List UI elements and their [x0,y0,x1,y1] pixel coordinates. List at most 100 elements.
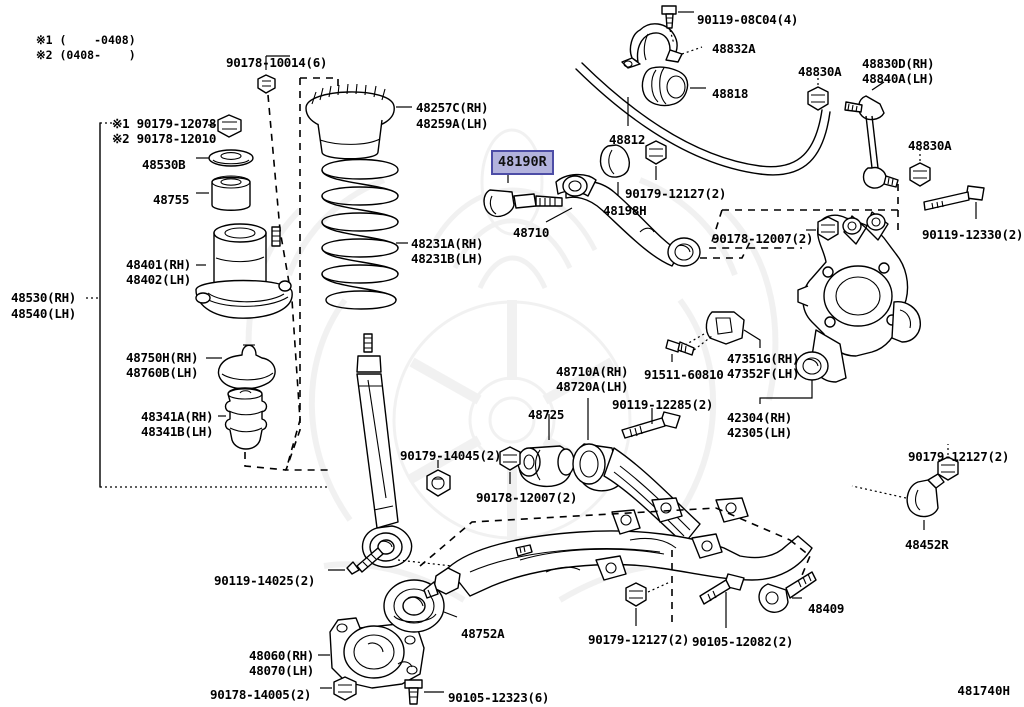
label-48259a-lh[interactable]: 48259A(LH) [416,116,489,131]
label-48341a-rh[interactable]: 48341A(RH) [141,409,214,424]
label-48755[interactable]: 48755 [153,192,190,207]
label-90119-12330[interactable]: 90119-12330(2) [922,227,1024,242]
part-90178-12007-lower [499,446,521,484]
label-48401-rh[interactable]: 48401(RH) [126,257,192,272]
part-47351G-47352F [679,311,761,349]
label-48540-lh[interactable]: 48540(LH) [11,306,77,321]
label-90179-14045[interactable]: 90179-14045(2) [400,448,502,463]
label-90179-12127-b[interactable]: 90179-12127(2) [588,632,690,647]
label-90178-12010[interactable]: ※2 90178-12010 [112,131,217,146]
label-90179-12078[interactable]: ※1 90179-12078 [112,116,217,131]
arm-dashline-upper [419,507,717,567]
label-48070-lh[interactable]: 48070(LH) [249,663,315,678]
label-48818[interactable]: 48818 [712,86,749,101]
part-48725 [517,414,575,487]
label-48840a-lh[interactable]: 48840A(LH) [862,71,935,86]
part-90179-12127-right [937,444,959,481]
label-48830a-right[interactable]: 48830A [908,138,952,153]
label-90179-12127-c[interactable]: 90179-12127(2) [908,449,1010,464]
part-48190R-cam-bolt [483,170,563,218]
label-48720a-lh[interactable]: 48720A(LH) [556,379,629,394]
label-90178-14005[interactable]: 90178-14005(2) [210,687,312,702]
part-90179-12078-nut [208,114,242,138]
label-90178-12007-a[interactable]: 90178-12007(2) [712,231,814,246]
label-48750h-rh[interactable]: 48750H(RH) [126,350,199,365]
label-42305-lh[interactable]: 42305(LH) [727,425,793,440]
part-90179-12127-top [645,140,667,180]
arm-dashline-right [715,507,791,541]
label-48752a[interactable]: 48752A [461,626,505,641]
part-48830A-right [909,150,931,187]
label-48530B[interactable]: 48530B [142,157,186,172]
part-90178-10014 [257,55,301,471]
part-90119-08C04 [661,5,694,45]
label-90119-08C04[interactable]: 90119-08C04(4) [697,12,799,27]
arm-dashline-corner [789,539,811,581]
label-90119-14025[interactable]: 90119-14025(2) [214,573,316,588]
part-90105-12323 [404,679,444,705]
part-90119-12330 [923,185,985,219]
part-48818 [641,66,706,107]
part-90179-14045 [426,460,451,497]
footnote-1: ※1 ( -0408) [36,33,136,47]
label-90178-10014[interactable]: 90178-10014(6) [226,55,328,70]
part-48060-48070 [318,617,425,689]
part-90178-12007-upper [806,216,839,241]
part-90178-14005 [320,676,357,701]
label-48710a-rh[interactable]: 48710A(RH) [556,364,629,379]
label-48402-lh[interactable]: 48402(LH) [126,272,192,287]
label-48231b-lh[interactable]: 48231B(LH) [411,251,484,266]
part-48257C-48259A [305,83,412,160]
label-48341b-lh[interactable]: 48341B(LH) [141,424,214,439]
knuckle-dashbox-left [708,209,802,249]
group-bracket-48530 [86,122,330,488]
part-48530B [196,149,254,167]
label-48760b-lh[interactable]: 48760B(LH) [126,365,199,380]
label-48812[interactable]: 48812 [609,132,646,147]
label-48830a-top[interactable]: 48830A [798,64,842,79]
part-48830A-top [807,74,829,111]
knuckle-dashbox-lower [700,237,753,259]
part-90119-14025 [328,547,384,575]
highlighted-part-number-48190R[interactable]: 48190R [491,150,554,175]
part-90179-12127-bottom [625,581,671,626]
part-42304-42305-knuckle [759,211,921,404]
label-48257c-rh[interactable]: 48257C(RH) [416,100,489,115]
label-48725[interactable]: 48725 [528,407,565,422]
part-91511-60810 [665,335,713,362]
part-90119-12285 [621,408,681,439]
part-48832A [621,23,703,69]
label-47351g-rh[interactable]: 47351G(RH) [727,351,800,366]
label-90178-12007-b[interactable]: 90178-12007(2) [476,490,578,505]
label-48409[interactable]: 48409 [808,601,845,616]
label-90105-12082[interactable]: 90105-12082(2) [692,634,794,649]
label-48710[interactable]: 48710 [513,225,550,240]
part-48198H [599,144,630,196]
label-90119-12285[interactable]: 90119-12285(2) [612,397,714,412]
footnote-2: ※2 (0408- ) [36,48,136,62]
part-48750H-48760B [206,344,276,390]
label-48198h[interactable]: 48198H [603,203,647,218]
label-42304-rh[interactable]: 42304(RH) [727,410,793,425]
label-90105-12323[interactable]: 90105-12323(6) [448,690,550,705]
label-48830d-rh[interactable]: 48830D(RH) [862,56,935,71]
label-48231a-rh[interactable]: 48231A(RH) [411,236,484,251]
part-48231-coil-spring [321,158,408,310]
part-48401-48402 [195,223,293,319]
part-lower-control-arm [423,497,813,599]
label-48060-rh[interactable]: 48060(RH) [249,648,315,663]
label-91511-60810[interactable]: 91511-60810 [644,367,724,382]
strut-assembly-dashline-2 [284,78,330,471]
label-47352f-lh[interactable]: 47352F(LH) [727,366,800,381]
label-48452r[interactable]: 48452R [905,537,949,552]
part-48341A-48341B [218,387,287,471]
part-48452R [851,473,945,530]
part-48755 [196,175,251,211]
part-90105-12082 [699,573,745,628]
part-48710-upper-arm [545,173,701,267]
label-48832a[interactable]: 48832A [712,41,756,56]
label-90179-12127-a[interactable]: 90179-12127(2) [625,186,727,201]
part-48812-stabilizer-bar [575,62,831,176]
label-48530-rh[interactable]: 48530(RH) [11,290,77,305]
